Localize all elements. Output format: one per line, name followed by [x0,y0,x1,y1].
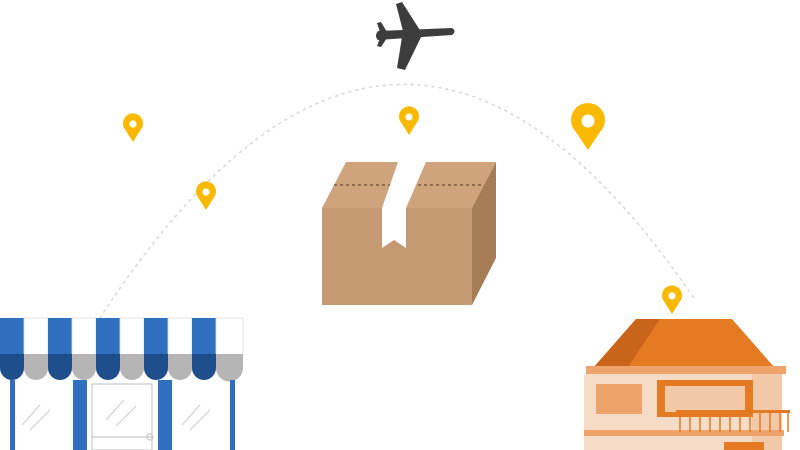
map-pin-icon [662,285,683,314]
map-pin-icon [571,102,606,150]
dotted-route-arc [99,83,696,319]
house-icon [584,319,790,450]
map-pin-icon [123,113,143,142]
storefront-icon [0,317,244,450]
cardboard-box-icon [322,162,496,305]
map-pin-icon [398,106,420,135]
airplane-icon [376,2,455,70]
map-pin-icon [195,181,216,210]
